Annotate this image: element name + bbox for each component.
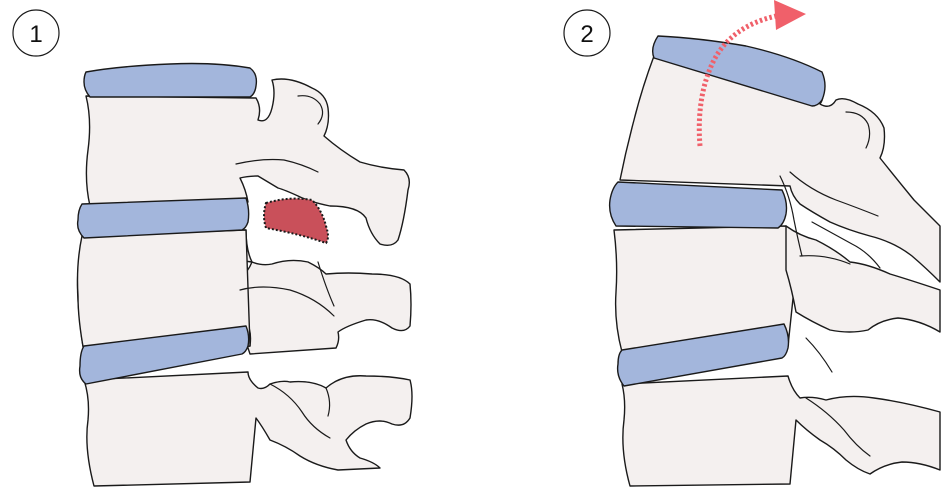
step-2-number: 2 xyxy=(580,21,593,48)
vertebra-3-lower-body xyxy=(622,376,940,486)
panel-2: 2 xyxy=(564,0,940,486)
disc-1 xyxy=(84,64,256,98)
vertebra-3 xyxy=(84,372,412,486)
pars-defect xyxy=(264,199,328,243)
step-1-number: 1 xyxy=(29,21,42,48)
vertebra-3-lower-pedicle-line xyxy=(806,338,832,372)
step-1-label: 1 xyxy=(13,10,59,56)
vertebra-3-body xyxy=(84,372,412,486)
arrow-head xyxy=(774,0,806,30)
step-2-label: 2 xyxy=(564,10,610,56)
disc-2-lower xyxy=(610,182,787,228)
panel-1: 1 xyxy=(13,10,412,486)
